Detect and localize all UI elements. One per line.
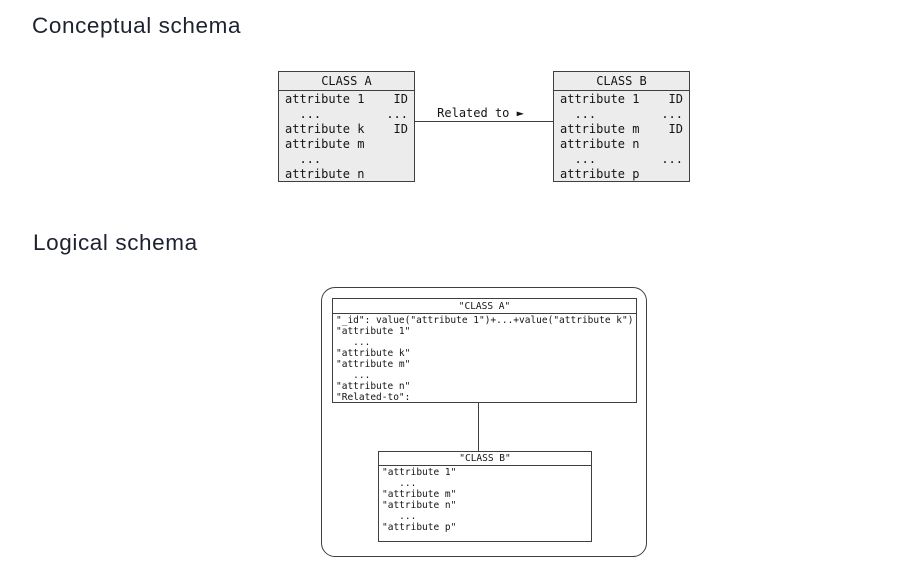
logical-class-b-header: "CLASS B" [379,452,591,466]
attribute-row: attribute 1 ID [554,91,689,106]
attribute-name: attribute p [560,166,640,181]
conceptual-class-a-box: CLASS A attribute 1 ID ... ... attribute… [278,71,415,182]
schema-line: "_id": value("attribute 1")+...+value("a… [336,315,634,326]
logical-class-b-box: "CLASS B" "attribute 1" ... "attribute m… [378,451,592,542]
attribute-name: ... [560,151,597,166]
attribute-name: attribute m [560,121,640,136]
class-a-header: CLASS A [279,72,414,91]
schema-line: ... [336,337,371,348]
attribute-row: attribute m [279,136,414,151]
attribute-row: attribute m ID [554,121,689,136]
attribute-id-tag: ... [661,106,683,121]
relation-label: Related to ► [437,106,524,120]
logical-class-a-header: "CLASS A" [333,299,636,314]
schema-line: ... [382,511,417,522]
schema-line: "attribute m" [336,359,411,370]
schema-line: "attribute k" [336,348,411,359]
attribute-name: attribute k [285,121,365,136]
attribute-name: ... [285,106,322,121]
logical-schema-title: Logical schema [33,230,198,255]
schema-line: "attribute p" [382,522,457,533]
schema-line: "attribute n" [382,500,457,511]
conceptual-schema-title: Conceptual schema [32,13,242,38]
attribute-row: ... [279,151,414,166]
attribute-id-tag: ID [393,121,408,136]
attribute-row: attribute p [554,166,689,181]
attribute-name: ... [560,106,597,121]
attribute-name: attribute m [285,136,365,151]
attribute-name: attribute 1 [560,91,640,106]
attribute-id-tag: ID [668,121,683,136]
attribute-name: ... [285,151,322,166]
logical-class-b-body: "attribute 1" ... "attribute m" "attribu… [379,466,591,533]
attribute-row: attribute k ID [279,121,414,136]
schema-line: ... [336,370,371,381]
logical-class-a-box: "CLASS A" "_id": value("attribute 1")+..… [332,298,637,403]
relation-line [415,121,553,122]
attribute-row: ... ... [279,106,414,121]
schema-line: "Related-to": [336,392,411,403]
attribute-id-tag: ID [393,91,408,106]
attribute-id-tag: ... [386,106,408,121]
schema-line: "attribute m" [382,489,457,500]
attribute-name: attribute 1 [285,91,365,106]
schema-line: "attribute 1" [336,326,411,337]
attribute-name: attribute n [285,166,365,181]
schema-line: "attribute n" [336,381,411,392]
attribute-id-tag: ID [668,91,683,106]
attribute-row: attribute 1 ID [279,91,414,106]
attribute-row: attribute n [279,166,414,181]
schema-line: ... [382,478,417,489]
nesting-connector-line [478,403,479,451]
attribute-row: ... ... [554,106,689,121]
schema-line: "attribute 1" [382,467,457,478]
logical-class-a-body: "_id": value("attribute 1")+...+value("a… [333,314,636,403]
attribute-name: attribute n [560,136,640,151]
conceptual-class-b-box: CLASS B attribute 1 ID ... ... attribute… [553,71,690,182]
attribute-row: ... ... [554,151,689,166]
attribute-id-tag: ... [661,151,683,166]
attribute-row: attribute n [554,136,689,151]
class-b-header: CLASS B [554,72,689,91]
